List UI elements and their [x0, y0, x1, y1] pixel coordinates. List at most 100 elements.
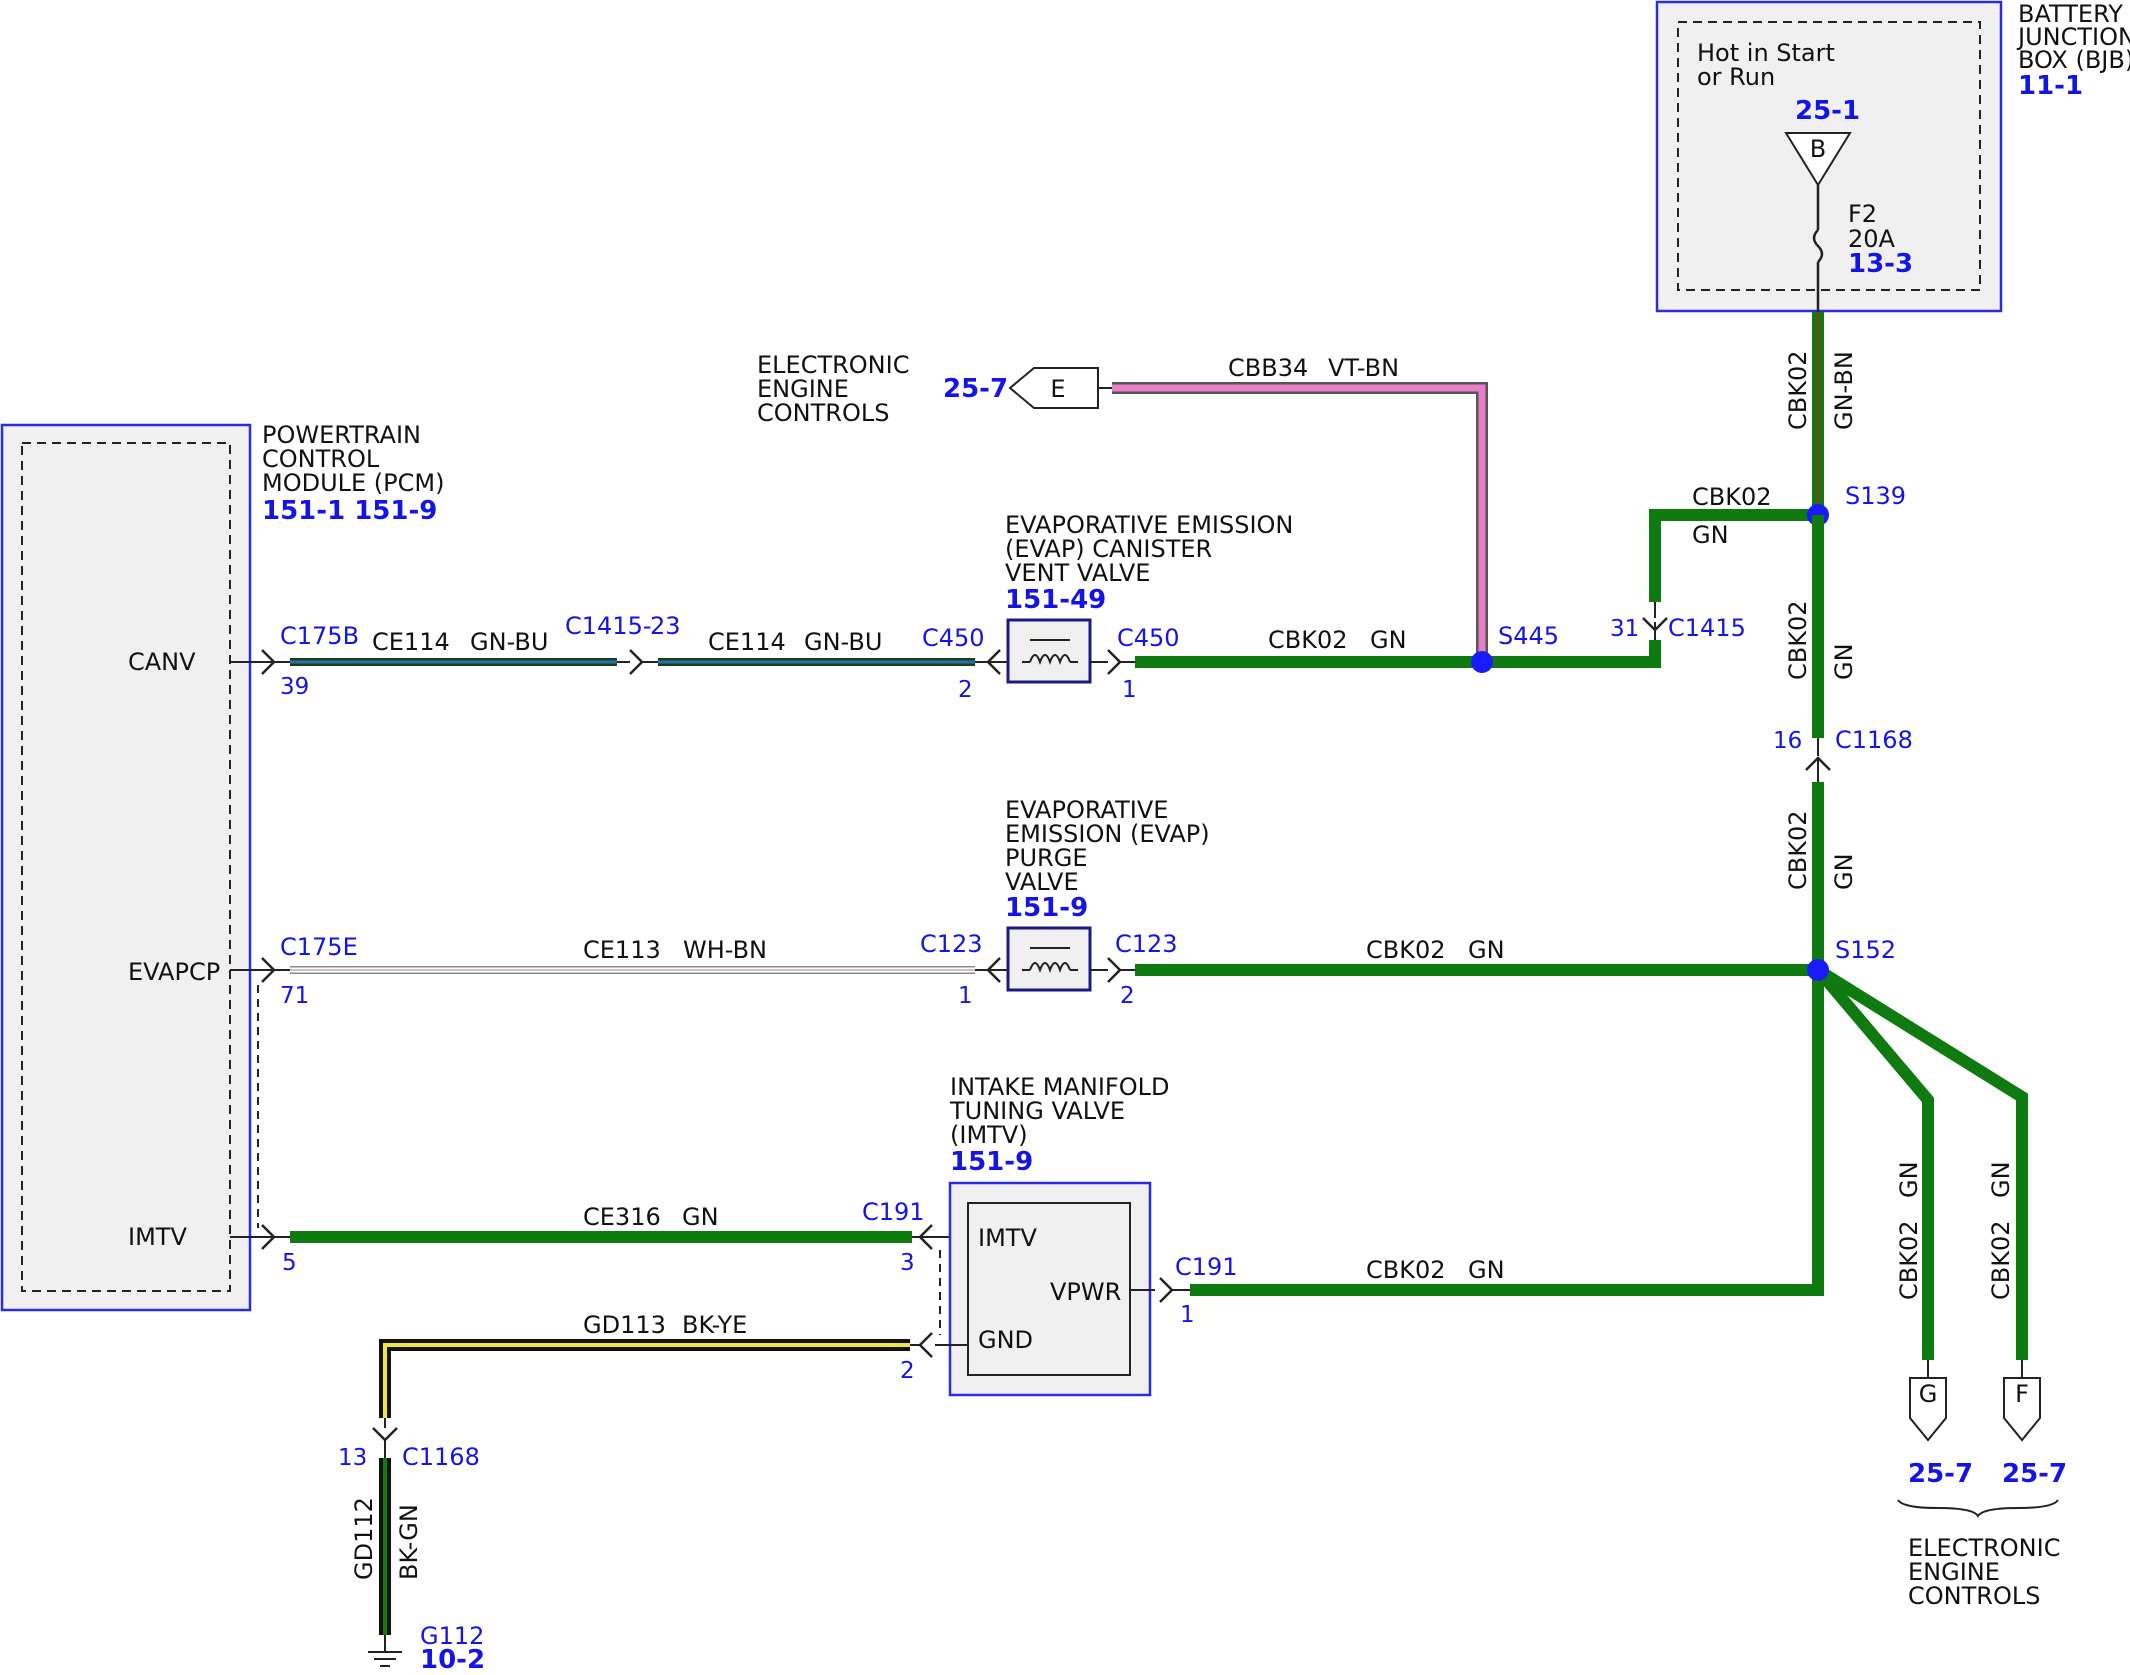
bjb-title-1: BATTERY	[2018, 0, 2123, 28]
eec-bottom-title-3: CONTROLS	[1908, 1582, 2040, 1610]
c1415-inline-pin: 23	[650, 612, 681, 640]
purge-title-1: EVAPORATIVE	[1005, 796, 1168, 824]
electronic-engine-controls-top: ELECTRONIC ENGINE CONTROLS 25-7 E	[757, 351, 1099, 427]
cbk02-vent-circuit: CBK02	[1268, 626, 1348, 654]
cbk02-top-color: GN	[1692, 521, 1729, 549]
ce114-color-2: GN-BU	[804, 628, 882, 656]
pcm-title-1: POWERTRAIN	[262, 421, 421, 449]
eec-top-title-2: ENGINE	[757, 375, 849, 403]
ce114-circuit-2: CE114	[708, 628, 786, 656]
vent-ref[interactable]: 151-49	[1005, 585, 1106, 615]
branch-wires: S152 CBK02 GN CBK02 GN G F 25-7 25-7	[1807, 936, 2067, 1518]
branch-f-ref[interactable]: 25-7	[2002, 1459, 2067, 1489]
eec-bottom-title-1: ELECTRONIC	[1908, 1534, 2060, 1562]
pcm-title-3: MODULE (PCM)	[262, 469, 444, 497]
bjb-hot-text-1: Hot in Start	[1697, 39, 1835, 67]
branch-f-color: GN	[1987, 1161, 2015, 1198]
gd112-color: BK-GN	[395, 1504, 423, 1580]
wire-cbk02-vertical: CBK02 GN 16 C1168 CBK02 GN	[1773, 515, 1913, 1290]
powertrain-control-module: POWERTRAIN CONTROL MODULE (PCM) 151-1 15…	[0, 421, 444, 1312]
gd113-circuit: GD113	[583, 1311, 666, 1339]
c1168-gnd-label: C1168	[402, 1443, 480, 1471]
ground-name: G112	[420, 1622, 484, 1650]
imtv-circuit: 5 CE316 GN C191 3	[261, 1198, 965, 1335]
wire-cbk02-vent: CBK02 GN S445 31 C1415 CBK02 GN	[1120, 483, 1818, 673]
vert2-color: GN	[1830, 853, 1858, 890]
c175e-pin: 71	[280, 983, 309, 1009]
connector-g-icon	[1909, 1377, 1947, 1442]
eec-top-ref[interactable]: 25-7	[943, 374, 1008, 404]
bjb-bus-ref[interactable]: 25-1	[1795, 96, 1860, 126]
branch-g-letter: G	[1919, 1380, 1938, 1408]
ce114-color-1: GN-BU	[470, 628, 548, 656]
battery-junction-box: BATTERY JUNCTION BOX (BJB) 11-1 Hot in S…	[1655, 0, 2130, 313]
c175b-label: C175B	[280, 622, 359, 650]
splice-s152-label: S152	[1835, 936, 1896, 964]
c1168-gnd-pin: 13	[338, 1445, 367, 1471]
brace-icon	[1897, 1499, 2059, 1518]
gd112-circuit: GD112	[350, 1497, 378, 1580]
c1168-mid-pin: 16	[1773, 728, 1802, 754]
branch-g-ref[interactable]: 25-7	[1908, 1459, 1973, 1489]
wire-cbk02-vpwr: CBK02 GN	[1190, 1256, 1824, 1296]
connector-c191-right-icon	[1159, 1277, 1174, 1303]
ce114-circuit-1: CE114	[372, 628, 450, 656]
imtv-in-pin: 3	[900, 1250, 915, 1276]
connector-c123-left-icon	[986, 957, 1001, 983]
vent-title-2: (EVAP) CANISTER	[1005, 535, 1212, 563]
bjb-ref[interactable]: 11-1	[2018, 71, 2083, 101]
cbk02-top-circuit: CBK02	[1692, 483, 1772, 511]
solenoid-coil-icon	[1022, 947, 1078, 973]
wire-cbk02-purge: CBK02 GN	[1120, 936, 1818, 976]
splice-s445-icon	[1471, 651, 1493, 673]
fuse-rating: 20A	[1848, 225, 1896, 253]
connector-c191-left-icon	[918, 1224, 933, 1250]
vert1-color: GN	[1830, 643, 1858, 680]
imtv-pin-imtv: IMTV	[978, 1224, 1037, 1252]
branch-f-letter: F	[2015, 1380, 2029, 1408]
intake-manifold-tuning-valve: INTAKE MANIFOLD TUNING VALVE (IMTV) 151-…	[948, 1073, 1238, 1397]
bus-terminal-icon	[1784, 132, 1852, 187]
connector-c1415-inline-icon	[629, 649, 644, 675]
imtv-title-3: (IMTV)	[950, 1121, 1028, 1149]
vent-title-3: VENT VALVE	[1005, 559, 1150, 587]
splice-s445-label: S445	[1498, 622, 1559, 650]
ce113-color: WH-BN	[683, 936, 767, 964]
c123-right-label: C123	[1115, 930, 1178, 958]
c450-right-pin: 1	[1122, 677, 1137, 703]
vert1-circuit: CBK02	[1784, 601, 1812, 681]
purge-ref[interactable]: 151-9	[1005, 893, 1088, 923]
c191-left-label: C191	[862, 1198, 925, 1226]
connector-c1415-icon	[1642, 617, 1668, 632]
evap-purge-valve: EVAPORATIVE EMISSION (EVAP) PURGE VALVE …	[1005, 796, 1210, 1009]
cbk02-purge-circuit: CBK02	[1366, 936, 1446, 964]
fuse-name: F2	[1848, 200, 1877, 228]
connector-c123-right-icon	[1107, 957, 1122, 983]
fuse-ref[interactable]: 13-3	[1848, 249, 1913, 279]
purge-title-3: PURGE	[1005, 844, 1087, 872]
c1415-pin: 31	[1610, 616, 1639, 642]
ce316-circuit: CE316	[583, 1203, 661, 1231]
pcm-title-2: CONTROL	[262, 445, 380, 473]
bjb-title-3: BOX (BJB)	[2018, 46, 2130, 74]
ce316-color: GN	[682, 1203, 719, 1231]
purge-title-2: EMISSION (EVAP)	[1005, 820, 1210, 848]
branch-g-circuit: CBK02	[1895, 1221, 1923, 1301]
ground-ref[interactable]: 10-2	[420, 1645, 485, 1675]
evapcp-circuit: C175E 71 CE113 WH-BN C123 1	[261, 930, 1008, 1009]
pcm-pin-canv: CANV	[128, 648, 196, 676]
c191-right-label: C191	[1175, 1253, 1238, 1281]
connector-c1168-gnd-icon	[372, 1427, 398, 1442]
wire-cbk02-bjb: CBK02 GN-BN S139	[1784, 312, 1906, 526]
imtv-ref[interactable]: 151-9	[950, 1147, 1033, 1177]
cbk02-purge-color: GN	[1468, 936, 1505, 964]
pcm-refs[interactable]: 151-1 151-9	[262, 496, 437, 526]
connector-f-icon	[2003, 1377, 2041, 1442]
fuse-icon	[1812, 229, 1824, 263]
eec-top-title-1: ELECTRONIC	[757, 351, 909, 379]
bjb-out-color: GN-BN	[1830, 351, 1858, 430]
cbb34-circuit: CBB34	[1228, 354, 1308, 382]
cbk02-vent-color: GN	[1370, 626, 1407, 654]
